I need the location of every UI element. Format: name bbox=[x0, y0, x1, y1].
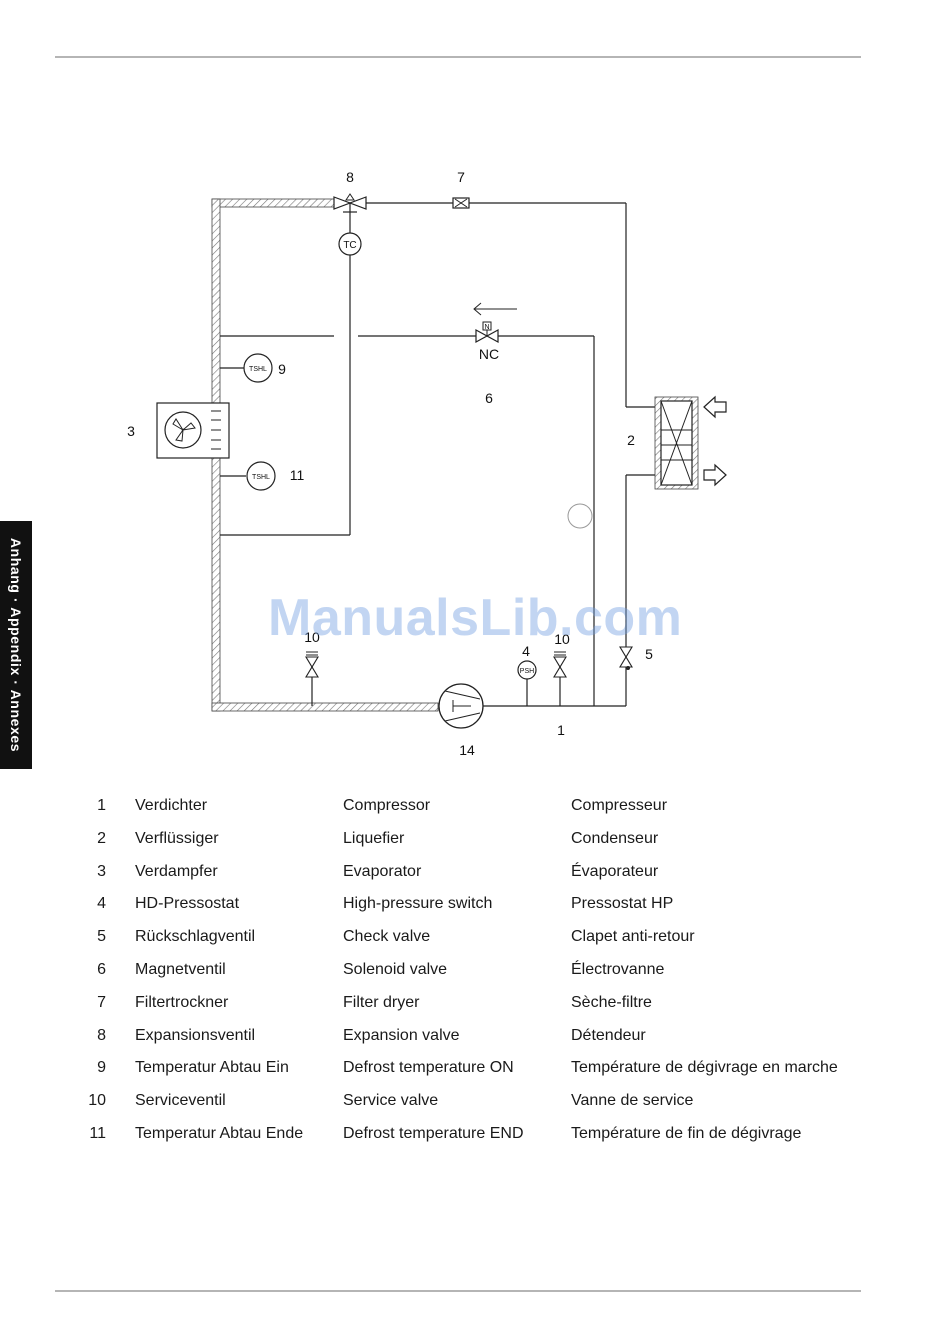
legend-english: Solenoid valve bbox=[343, 960, 448, 978]
legend-german: Verdampfer bbox=[135, 862, 218, 880]
defrost-on-sensor bbox=[243, 353, 273, 383]
legend-number: 3 bbox=[97, 862, 106, 880]
label-5: 5 bbox=[645, 646, 653, 662]
legend-german: Verflüssiger bbox=[135, 829, 219, 847]
label-11: 11 bbox=[290, 467, 305, 483]
legend-german: HD-Pressostat bbox=[135, 895, 240, 913]
watermark: ManualsLib.com bbox=[268, 589, 683, 647]
legend-french: Température de fin de dégivrage bbox=[571, 1124, 802, 1142]
legend-english: Defrost temperature END bbox=[343, 1124, 524, 1142]
legend-english: Evaporator bbox=[343, 862, 422, 880]
legend-english: Service valve bbox=[343, 1092, 439, 1110]
label-7: 7 bbox=[457, 169, 465, 185]
legend-french: Température de dégivrage en marche bbox=[571, 1059, 838, 1077]
check-valve bbox=[619, 646, 633, 670]
defrost-end-sensor bbox=[246, 461, 276, 491]
compressor bbox=[438, 683, 484, 729]
sight-glass bbox=[567, 503, 593, 529]
condenser bbox=[654, 396, 699, 490]
air-out-arrow-icon bbox=[703, 463, 727, 487]
label-4: 4 bbox=[522, 643, 530, 659]
expansion-valve bbox=[333, 193, 367, 233]
fan-icon bbox=[172, 418, 196, 442]
label-9: 9 bbox=[278, 361, 286, 377]
legend-german: Verdichter bbox=[135, 797, 208, 814]
legend-number: 10 bbox=[88, 1092, 106, 1110]
legend-german: Temperatur Abtau Ein bbox=[135, 1059, 289, 1077]
side-tab: Anhang · Appendix · Annexes bbox=[0, 521, 32, 769]
solenoid-valve bbox=[475, 321, 499, 344]
legend-french: Compresseur bbox=[571, 797, 668, 814]
service-valve-left bbox=[305, 651, 319, 678]
legend-german: Temperatur Abtau Ende bbox=[135, 1124, 304, 1142]
legend-number: 4 bbox=[97, 895, 106, 913]
legend-german: Rückschlagventil bbox=[135, 928, 256, 946]
filter-dryer bbox=[452, 197, 470, 209]
refrigerant-circuit-diagram: TC 8 7 N NC 6 TSHL 9 3 TSHL 1 bbox=[127, 169, 727, 758]
label-nc: NC bbox=[479, 346, 499, 362]
legend-number: 2 bbox=[97, 829, 106, 847]
legend-english: Liquefier bbox=[343, 829, 405, 847]
tshl-label-11: TSHL bbox=[252, 474, 270, 481]
label-1: 1 bbox=[557, 722, 565, 738]
tc-sensor-label: TC bbox=[343, 240, 356, 251]
label-10-left: 10 bbox=[304, 629, 320, 645]
label-2: 2 bbox=[627, 432, 635, 448]
air-in-arrow-icon bbox=[703, 395, 727, 419]
flow-arrow-head bbox=[473, 302, 482, 316]
label-3: 3 bbox=[127, 423, 135, 439]
legend-english: Check valve bbox=[343, 928, 431, 946]
tc-sensor bbox=[338, 232, 362, 256]
solenoid-mark: N bbox=[484, 324, 489, 331]
legend-number: 8 bbox=[97, 1026, 106, 1044]
legend-number: 7 bbox=[97, 993, 106, 1011]
legend-number: 6 bbox=[97, 960, 106, 978]
legend-french: Évaporateur bbox=[571, 862, 659, 880]
legend-german: Serviceventil bbox=[135, 1092, 226, 1110]
legend-french: Électrovanne bbox=[571, 960, 665, 978]
legend-german: Expansionsventil bbox=[135, 1026, 256, 1044]
legend-french: Vanne de service bbox=[571, 1092, 694, 1110]
legend-english: Defrost temperature ON bbox=[343, 1059, 514, 1077]
tshl-label-9: TSHL bbox=[249, 366, 267, 373]
label-8: 8 bbox=[346, 169, 354, 185]
legend-english: High-pressure switch bbox=[343, 895, 493, 913]
legend-french: Condenseur bbox=[571, 829, 659, 847]
legend-number: 5 bbox=[97, 928, 106, 946]
legend-french: Détendeur bbox=[571, 1026, 646, 1044]
legend-french: Pressostat HP bbox=[571, 895, 674, 913]
psh-label: PSH bbox=[520, 668, 534, 675]
legend-french: Sèche-filtre bbox=[571, 993, 652, 1011]
legend-german: Magnetventil bbox=[135, 960, 226, 978]
legend-french: Clapet anti-retour bbox=[571, 928, 695, 946]
evaporator bbox=[156, 402, 230, 459]
legend-number: 1 bbox=[97, 797, 106, 814]
header-rule bbox=[55, 56, 861, 58]
label-6: 6 bbox=[485, 390, 493, 406]
label-10-right: 10 bbox=[554, 631, 570, 647]
side-tab-label: Anhang · Appendix · Annexes bbox=[8, 537, 24, 753]
legend-english: Compressor bbox=[343, 797, 431, 814]
label-14: 14 bbox=[459, 742, 475, 758]
legend-number: 11 bbox=[89, 1124, 106, 1142]
high-pressure-switch bbox=[517, 660, 537, 680]
footer-rule bbox=[55, 1290, 861, 1292]
legend-german: Filtertrockner bbox=[135, 993, 229, 1011]
legend-english: Expansion valve bbox=[343, 1026, 460, 1044]
service-valve-right bbox=[553, 651, 567, 678]
legend-number: 9 bbox=[97, 1059, 106, 1077]
legend-english: Filter dryer bbox=[343, 993, 420, 1011]
